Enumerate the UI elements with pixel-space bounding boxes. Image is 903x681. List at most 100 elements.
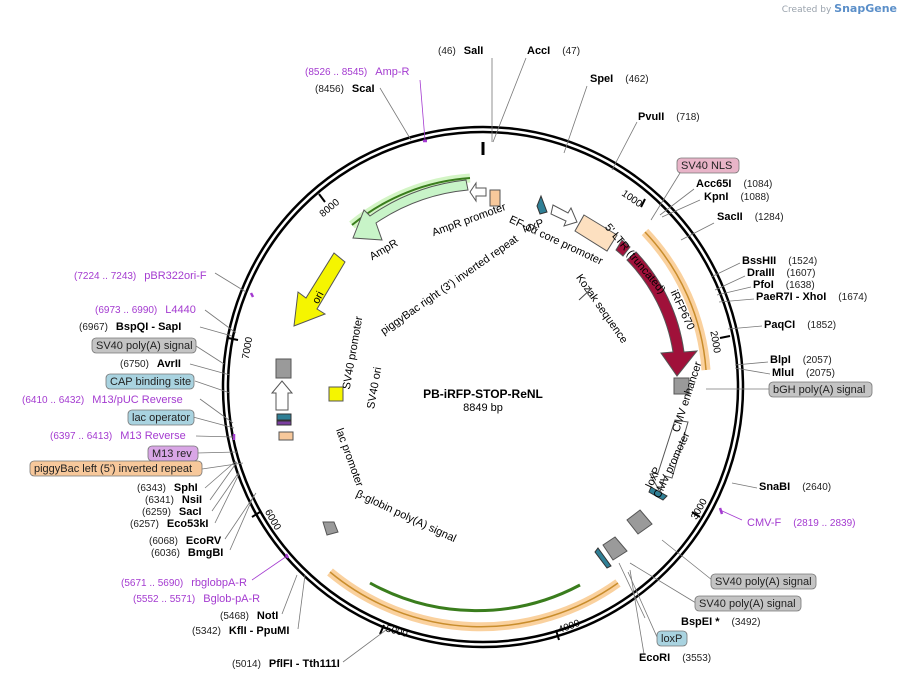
sv40-polya-block-2 (602, 536, 628, 561)
leader-sphi (204, 460, 237, 489)
tick-label-8000: 8000 (318, 197, 342, 220)
leader-saci (211, 471, 240, 512)
site-nsii: (6341)NsiI (145, 494, 202, 506)
leader-noti (281, 574, 298, 615)
leader-pfoi (716, 286, 752, 296)
leader-cmv-f (719, 509, 743, 521)
leader-sv40-nls (650, 172, 681, 221)
site-noti: (5468)NotI (220, 610, 278, 622)
sv40-nls-block (615, 239, 631, 257)
leader-cap (194, 380, 231, 394)
tick-8000 (318, 193, 326, 203)
bgh-polya-block (673, 377, 690, 395)
site-snabi: SnaBI(2640) (759, 481, 831, 493)
site-pfoi: PfoI(1638) (753, 279, 815, 291)
leader-sv40-polya-2 (629, 562, 697, 604)
box-sv40-nls (676, 157, 740, 174)
leader-avrii (189, 363, 231, 376)
leader-sv40-polya-left (195, 345, 225, 365)
site-avrii: (6750)AvrII (120, 358, 181, 370)
site-bmgbi: (6036)BmgBI (151, 547, 223, 559)
m13-rev-block (276, 420, 292, 426)
leader-amp-r (419, 79, 426, 141)
tick-4000 (555, 629, 560, 641)
primers: (8526 .. 8545)Amp-R (7224 .. 7243)pBR322… (22, 66, 856, 605)
box-sv40-nls-text: SV40 NLS (681, 160, 732, 172)
loxp-right (648, 486, 668, 501)
loxp-top (536, 194, 548, 215)
leader-sacii (680, 222, 715, 241)
site-sacii: SacII(1284) (717, 211, 784, 223)
site-ecori: EcoRI(3553) (639, 652, 711, 664)
feature-labels: AmpR promoter AmpR piggyBac right (3') i… (310, 201, 704, 545)
box-bgh-polya-text: bGH poly(A) signal (773, 384, 865, 396)
sv40-polya-block-1 (626, 509, 653, 535)
leader-blpi (734, 361, 769, 366)
backbone-outer-ring (221, 125, 745, 649)
box-m13-rev-text: M13 rev (152, 448, 192, 460)
site-mlui: MluI(2075) (772, 367, 835, 379)
feature-ampr-promoter: AmpR promoter (430, 201, 507, 239)
feature-sv40-promoter: SV40 promoter (341, 315, 366, 390)
leader-loxp (627, 571, 658, 638)
site-pflfi: (5014)PflFI - Tth111I (232, 658, 340, 670)
leader-acci (492, 57, 527, 143)
leader-bspqi (199, 326, 233, 337)
leader-m13puc (199, 398, 234, 424)
box-lac-operator (127, 409, 195, 426)
leader-paqci (727, 325, 763, 330)
leader-sv40-polya-1 (661, 539, 713, 581)
site-kfli: (5342)KflI - PpuMI (192, 625, 289, 637)
loxp-bottom (594, 547, 612, 569)
leader-bspei (618, 562, 646, 619)
leader-snabi (731, 482, 758, 489)
site-sphi: (6343)SphI (137, 482, 198, 494)
feature-sv40-ori: SV40 ori (365, 366, 384, 410)
tick-7000 (227, 337, 239, 341)
primer-mark-pbr322ori-f (249, 292, 255, 298)
tick-1000 (640, 198, 646, 208)
leader-bsshii (710, 262, 741, 278)
box-piggybac-left-text: piggyBac left (5') inverted repeat (34, 463, 192, 475)
sv40-polya-left-block (275, 358, 292, 379)
site-eco53ki: (6257)Eco53kI (130, 518, 209, 530)
site-pvuii: PvuII(718) (638, 111, 700, 123)
leader-ecorv (224, 492, 257, 540)
feature-kozak: Kozak sequence (573, 272, 629, 346)
box-sv40-polya-2-text: SV40 poly(A) signal (699, 598, 796, 610)
ef1a-promoter-arrow (550, 204, 578, 227)
leader-pbr322 (214, 272, 247, 293)
plasmid-size: 8849 bp (463, 402, 503, 414)
orf-green-bottom (369, 581, 581, 613)
site-spei: SpeI(462) (590, 73, 649, 85)
box-sv40-polya-1-text: SV40 poly(A) signal (715, 576, 812, 588)
ampr-arrow (352, 179, 469, 241)
sv40-promoter-arrow (270, 380, 294, 411)
leader-lac-op (192, 416, 235, 429)
tick-label-2000: 2000 (707, 330, 722, 354)
box-cap-binding (105, 373, 195, 390)
leader-pflfi (342, 629, 387, 663)
leader-nsii (209, 461, 238, 501)
leader-bmgbi (229, 494, 255, 551)
primer-pbr322ori-f: (7224 .. 7243)pBR322ori-F (74, 270, 207, 282)
leader-lines (189, 57, 771, 663)
primer-cmv-f: CMV-F(2819 .. 2839) (747, 517, 856, 529)
site-kpni: KpnI(1088) (704, 191, 769, 203)
box-sv40-polya-left (91, 337, 197, 354)
snapgene-watermark: Created by SnapGene (782, 2, 897, 15)
primer-l4440: (6973 .. 6990)L4440 (95, 304, 196, 316)
leader-m13-rev-primer (195, 435, 235, 438)
box-sv40-polya-1 (710, 573, 817, 590)
restriction-sites: (46)SalI AccI(47) SpeI(462) PvuII(718) A… (79, 45, 867, 670)
boxed-labels: SV40 NLS bGH poly(A) signal SV40 poly(A)… (29, 157, 873, 647)
leader-m13-rev (196, 451, 238, 454)
site-bsshii: BssHII(1524) (742, 255, 817, 267)
leader-spei (563, 85, 588, 154)
leader-piggybac-left (201, 462, 244, 470)
site-ecorv: (6068)EcoRV (149, 535, 222, 547)
feature-piggybac-right: piggyBac right (3') inverted repeat (379, 233, 521, 337)
box-sv40-polya-2 (694, 595, 802, 612)
leader-kpni (661, 199, 701, 218)
leader-l4440 (204, 309, 237, 334)
